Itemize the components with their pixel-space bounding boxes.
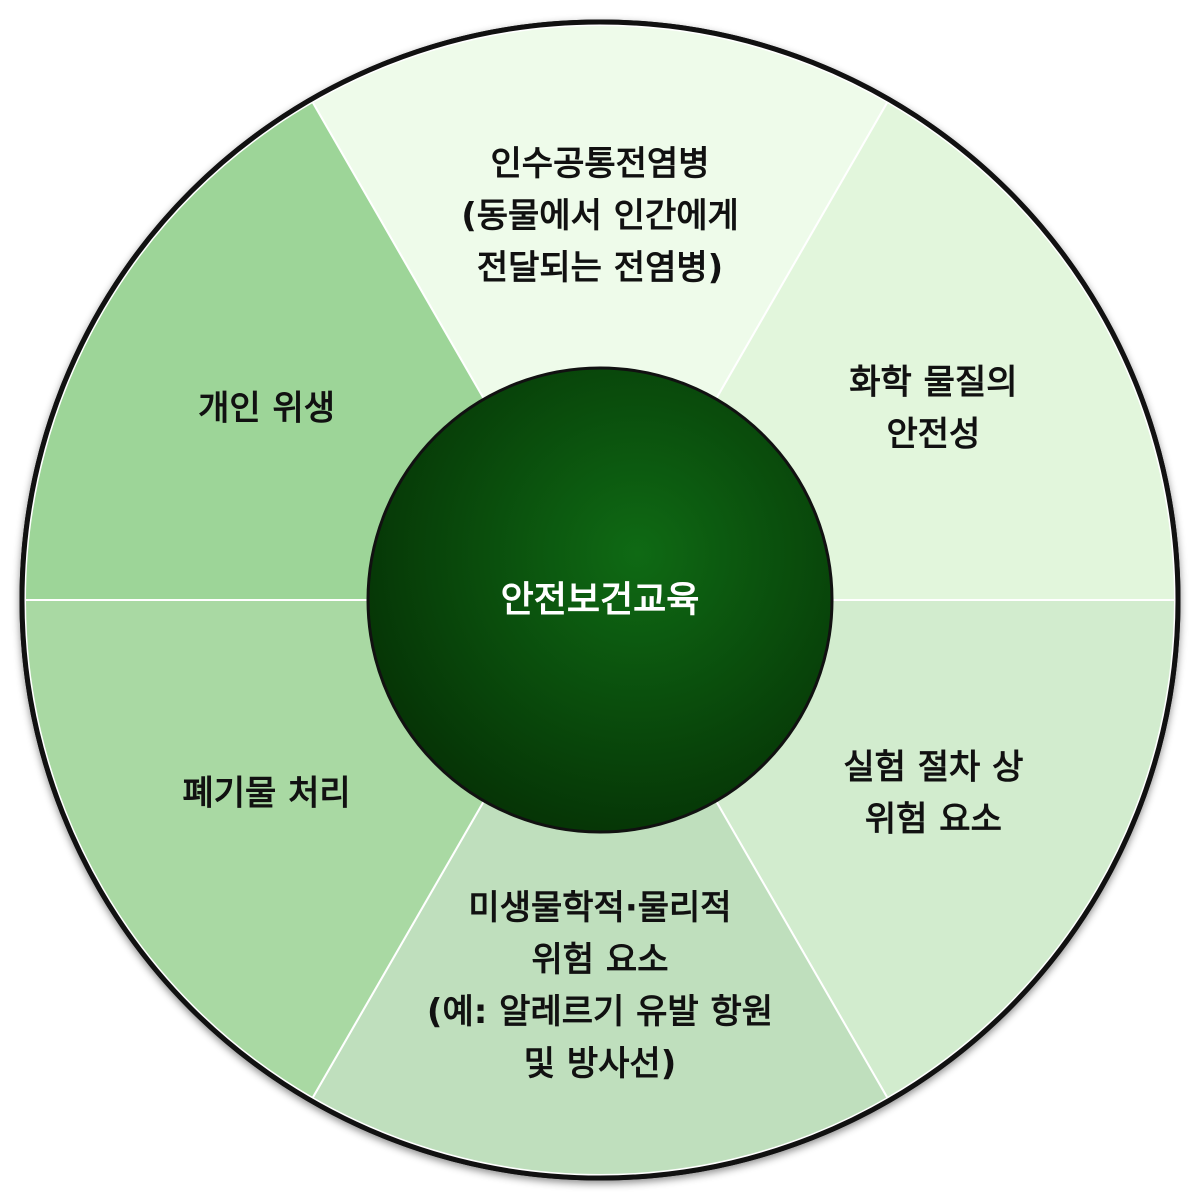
center-hub-label: 안전보건교육 [501,580,700,621]
segment-label-line: 인수공통전염병 [491,144,710,184]
segment-label-line: (동물에서 인간에게 [461,196,739,236]
segment-label-line: 및 방사선) [524,1044,677,1084]
segment-label-line: 화학 물질의 [849,363,1017,403]
segment-label-line: 실험 절차 상 [843,748,1023,788]
segment-label-line: 개인 위생 [198,389,335,429]
segment-label-line: 위험 요소 [532,940,669,980]
wheel-outline-ring [19,19,1181,1181]
segment-label-line: 폐기물 처리 [182,774,350,814]
segment-zoonotic [311,24,889,602]
segment-biophysical [311,598,889,1176]
center-hub [366,366,834,834]
segment-label-hygiene: 개인 위생 [198,389,335,429]
segment-label-line: 미생물학적·물리적 [468,888,731,928]
segment-label-line: 위험 요소 [865,800,1002,840]
segment-label-waste: 폐기물 처리 [182,774,350,814]
segment-label-line: (예: 알레르기 유발 항원 [427,992,773,1032]
segment-label-line: 안전성 [886,415,980,455]
segment-label-line: 전달되는 전염병) [477,248,723,288]
